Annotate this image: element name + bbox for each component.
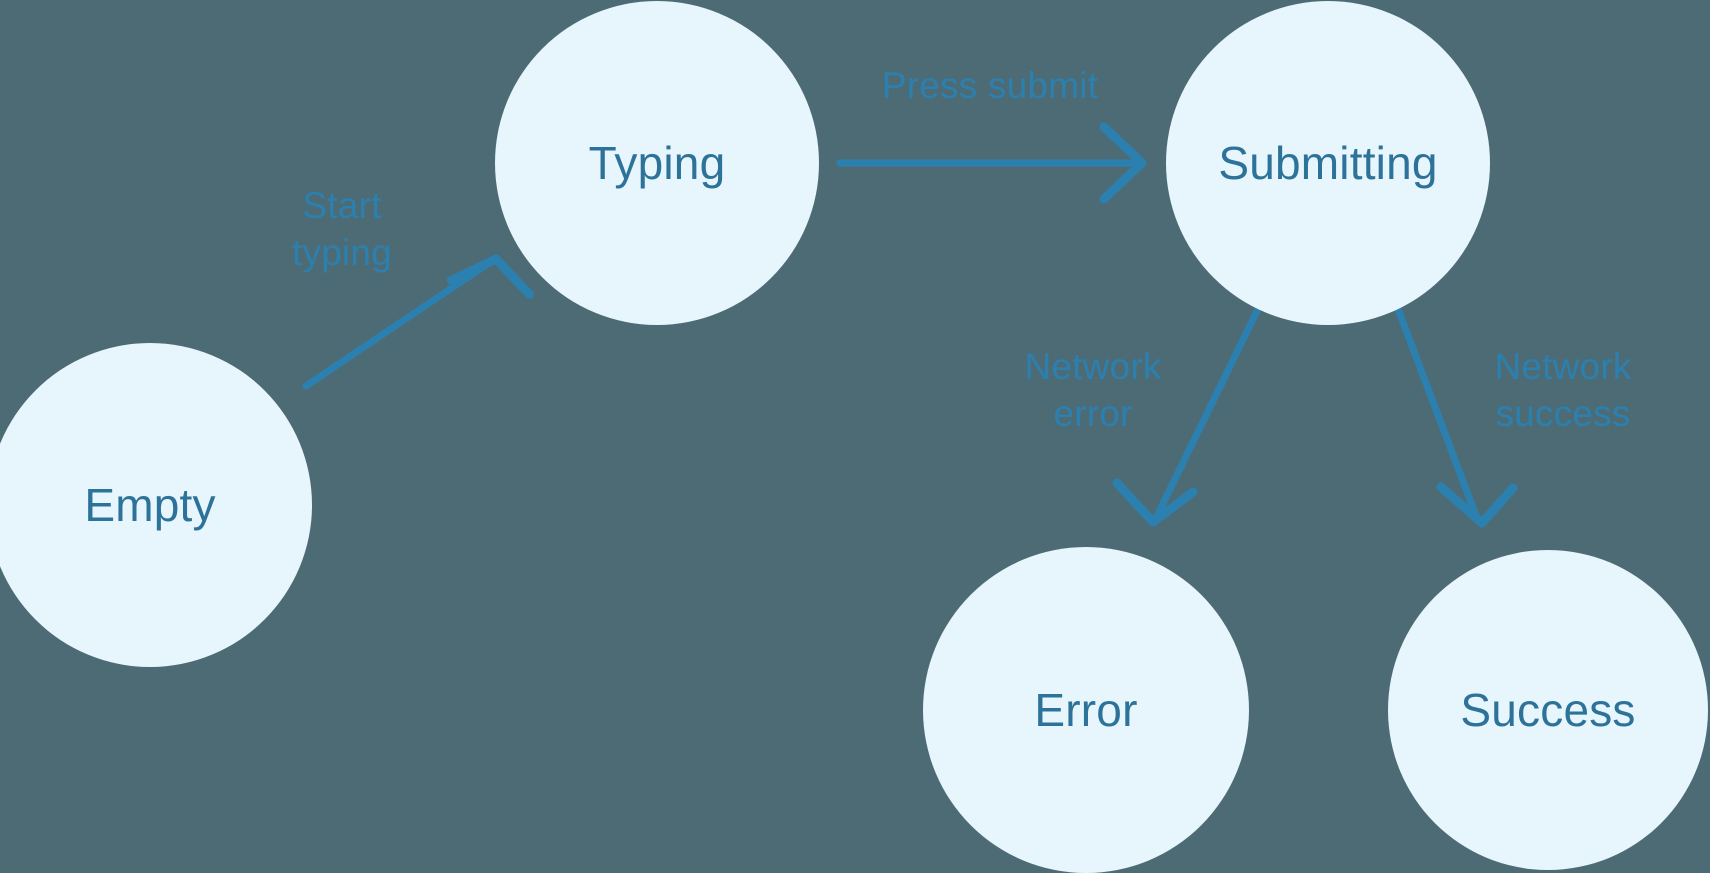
edge-label-network-error: Network error (1024, 346, 1162, 435)
state-node-error[interactable]: Error (923, 547, 1249, 873)
state-label-submitting: Submitting (1218, 137, 1438, 189)
edge-label-network-success: Network success (1494, 346, 1632, 435)
state-node-submitting[interactable]: Submitting (1166, 1, 1490, 325)
state-node-empty[interactable]: Empty (0, 343, 312, 667)
state-label-typing: Typing (588, 137, 726, 189)
edge-label-start-typing: Start typing (292, 185, 392, 274)
state-node-success[interactable]: Success (1388, 550, 1708, 870)
edge-typing-to-submitting (836, 122, 1147, 204)
state-label-success: Success (1460, 684, 1636, 736)
state-label-empty: Empty (84, 479, 216, 531)
edge-empty-to-typing (302, 254, 534, 390)
edge-label-press-submit: Press submit (881, 65, 1099, 106)
edge-submitting-to-error (1112, 305, 1262, 527)
state-node-typing[interactable]: Typing (495, 1, 819, 325)
state-label-error: Error (1034, 684, 1138, 736)
edge-submitting-to-success (1394, 305, 1518, 528)
